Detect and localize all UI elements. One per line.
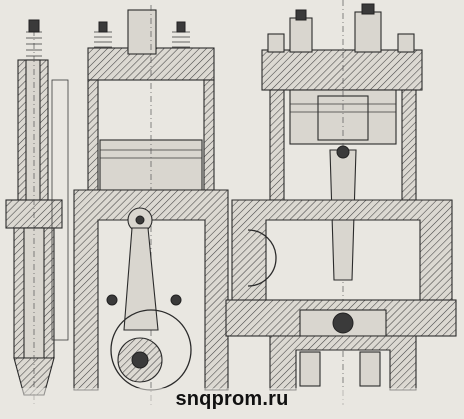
longitudinal-section [225, 0, 457, 405]
site-watermark: snqprom.ru [0, 388, 464, 411]
transverse-section [73, 5, 229, 405]
injector-section [5, 19, 69, 405]
